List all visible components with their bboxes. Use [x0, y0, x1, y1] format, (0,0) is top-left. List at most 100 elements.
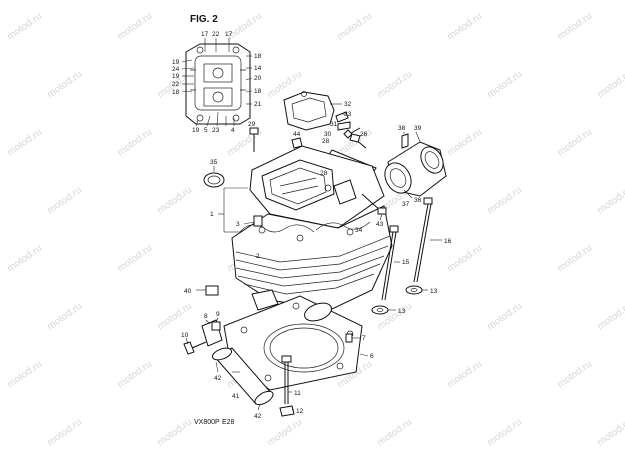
watermark-text: motod.ru — [5, 11, 44, 43]
callout-16: 16 — [444, 238, 452, 245]
stud — [361, 193, 387, 221]
callout-18b: 18 — [254, 53, 262, 60]
watermark-text: motod.ru — [375, 69, 414, 101]
callout-9: 9 — [216, 311, 220, 318]
callout-44: 44 — [293, 131, 301, 138]
callout-12: 12 — [296, 408, 304, 415]
callout-2: 2 — [256, 253, 260, 260]
callout-26: 26 — [360, 131, 368, 138]
watermark-text: motod.ru — [155, 417, 194, 449]
callout-4: 4 — [231, 127, 235, 134]
watermark-text: motod.ru — [485, 69, 524, 101]
callout-34: 34 — [355, 227, 363, 234]
callout-20: 20 — [254, 75, 262, 82]
inset-valve-cover-top-view — [181, 38, 253, 127]
watermark-text: motod.ru — [5, 359, 44, 391]
callout-42a: 42 — [214, 375, 222, 382]
callout-5: 5 — [204, 127, 208, 134]
cylinder-head-assembly — [231, 145, 393, 311]
watermark-text: motod.ru — [115, 359, 154, 391]
callout-38: 38 — [398, 125, 406, 132]
watermark-text: motod.ru — [115, 11, 154, 43]
cap-part — [196, 285, 219, 296]
callout-18a: 18 — [172, 89, 180, 96]
head-gasket — [223, 295, 369, 391]
bolt-and-nut — [279, 355, 295, 417]
callout-41: 41 — [232, 393, 240, 400]
callout-8: 8 — [204, 313, 208, 320]
watermark-text: motod.ru — [595, 185, 625, 217]
callout-19a: 19 — [172, 59, 180, 66]
watermark-text: motod.ru — [115, 127, 154, 159]
watermark-text: motod.ru — [555, 243, 594, 275]
model-code: VX800P — [194, 419, 220, 426]
watermark-text: motod.ru — [45, 185, 84, 217]
callout-30: 30 — [324, 131, 332, 138]
water-hose — [211, 347, 274, 411]
callout-17b: 17 — [225, 31, 233, 38]
watermark-text: motod.ru — [5, 243, 44, 275]
exhaust-gasket — [304, 302, 332, 322]
union-fitting — [183, 317, 223, 355]
callout-18c: 18 — [254, 88, 262, 95]
callout-24: 24 — [172, 66, 180, 73]
callout-33: 33 — [344, 111, 352, 118]
oil-seal — [203, 166, 225, 188]
callout-19c: 19 — [192, 127, 200, 134]
watermark-text: motod.ru — [265, 417, 304, 449]
callout-19b: 19 — [172, 73, 180, 80]
watermark-text: motod.ru — [485, 417, 524, 449]
watermark-text: motod.ru — [595, 417, 625, 449]
callout-10: 10 — [181, 332, 189, 339]
callout-37: 37 — [402, 201, 410, 208]
callout-42b: 42 — [254, 413, 262, 420]
watermark-text: motod.ru — [445, 127, 484, 159]
watermark-text: motod.ru — [155, 301, 194, 333]
callout-14: 14 — [254, 65, 262, 72]
watermark-text: motod.ru — [485, 185, 524, 217]
watermark-text: motod.ru — [555, 359, 594, 391]
callout-23: 23 — [212, 127, 220, 134]
callout-32: 32 — [344, 101, 352, 108]
watermark-text: motod.ru — [595, 301, 625, 333]
watermark-text: motod.ru — [485, 301, 524, 333]
callout-28b: 28 — [320, 170, 328, 177]
watermark-text: motod.ru — [5, 127, 44, 159]
callout-36: 36 — [414, 197, 422, 204]
callout-6: 6 — [370, 353, 374, 360]
callout-17a: 17 — [201, 31, 209, 38]
callout-31: 31 — [330, 121, 338, 128]
callout-13a: 13 — [430, 288, 438, 295]
dowel-pins — [243, 215, 263, 227]
watermark-text: motod.ru — [115, 243, 154, 275]
watermark-text: motod.ru — [445, 11, 484, 43]
watermark-text: motod.ru — [375, 417, 414, 449]
watermark-text: motod.ru — [445, 243, 484, 275]
figure-title: FIG. 2 — [190, 14, 218, 25]
watermark-text: motod.ru — [555, 127, 594, 159]
washers — [371, 285, 428, 315]
watermark-text: motod.ru — [45, 301, 84, 333]
watermark-text: motod.ru — [555, 11, 594, 43]
intake-pipe — [384, 131, 447, 199]
valve-cover-part — [283, 91, 342, 131]
callout-15: 15 — [402, 259, 410, 266]
callout-39: 39 — [414, 125, 422, 132]
watermark-text: motod.ru — [335, 11, 374, 43]
callout-22a: 22 — [212, 31, 220, 38]
watermark-text: motod.ru — [155, 185, 194, 217]
watermark-text: motod.ru — [45, 417, 84, 449]
callout-43: 43 — [376, 221, 384, 228]
callout-1: 1 — [210, 211, 214, 218]
callout-labels: 17 22 17 19 24 19 22 18 18 14 20 18 21 1… — [172, 31, 452, 420]
watermark-text: motod.ru — [445, 359, 484, 391]
callout-3: 3 — [236, 221, 240, 228]
watermark-text: motod.ru — [45, 69, 84, 101]
callout-bracket — [218, 187, 248, 233]
dowel-7 — [345, 333, 360, 343]
callout-21: 21 — [254, 101, 262, 108]
small-bolts — [249, 111, 367, 152]
callout-40: 40 — [184, 288, 192, 295]
watermark-text: motod.ru — [595, 69, 625, 101]
